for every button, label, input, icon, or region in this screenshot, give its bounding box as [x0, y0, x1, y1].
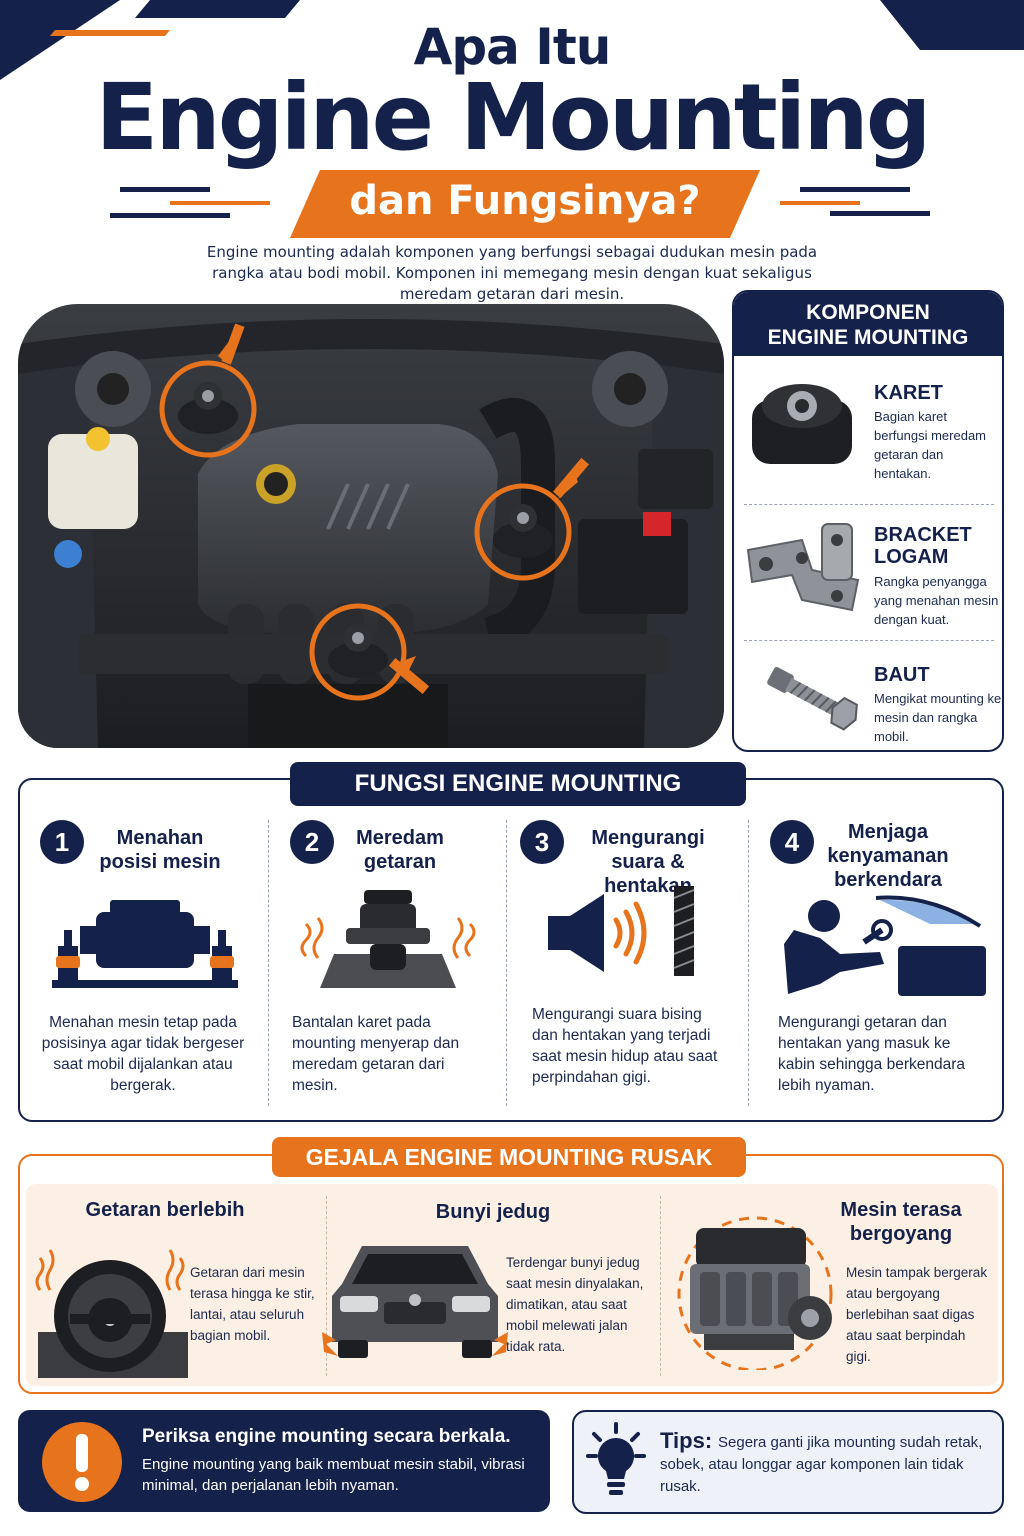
fungsi-divider: [268, 820, 269, 1106]
corner-decoration-right: [880, 0, 1024, 50]
steering-wheel-icon: [35, 1249, 188, 1378]
fungsi-divider: [506, 820, 507, 1106]
tips-text: Segera ganti jika mounting sudah retak, …: [660, 1434, 983, 1495]
gejala-divider: [660, 1196, 661, 1376]
mount-highlight-right: [474, 457, 589, 581]
bolt-icon: [767, 666, 858, 731]
gejala-desc-2: Terdengar bunyi jedug saat mesin dinyala…: [506, 1255, 644, 1354]
fungsi-title-2: Meredam getaran: [340, 826, 460, 874]
gejala-heading: GEJALA ENGINE MOUNTING RUSAK: [272, 1137, 746, 1177]
check-desc: Engine mounting yang baik membuat mesin …: [142, 1456, 525, 1494]
title-line-2: Engine Mounting: [95, 64, 931, 171]
intro-text: Engine mounting adalah komponen yang ber…: [206, 243, 818, 303]
mount-highlight-bottom: [309, 603, 430, 701]
fungsi-title-2-line2: getaran: [363, 851, 437, 873]
fungsi-title-4: Menjaga kenyamanan berkendara: [820, 820, 956, 892]
fungsi-title-1-line1: Menahan: [116, 827, 204, 849]
tips-box: [572, 1410, 1004, 1514]
fungsi-divider: [748, 820, 749, 1106]
fungsi-title-3-line2: suara & hentakan: [604, 851, 692, 897]
component-desc-karet: Bagian karet berfungsi meredam getaran d…: [874, 409, 986, 481]
component-divider: [744, 504, 994, 505]
fungsi-title-1: Menahan posisi mesin: [92, 826, 228, 874]
component-name-karet: KARET: [874, 382, 943, 404]
fungsi-desc-2: Bantalan karet pada mounting menyerap da…: [292, 1014, 460, 1094]
fungsi-title-2-line1: Meredam: [356, 827, 444, 849]
rubber-mount-icon: [752, 384, 852, 464]
fungsi-title-4-line2: kenyamanan: [827, 845, 949, 867]
fungsi-number-2: 2: [290, 820, 334, 864]
driver-icon: [784, 895, 986, 996]
engine-bay-illustration: [18, 304, 724, 748]
fungsi-title-3: Mengurangi suara & hentakan: [566, 826, 730, 898]
fungsi-number-1: 1: [40, 820, 84, 864]
speaker-icon: [548, 886, 695, 976]
car-front-icon: [322, 1246, 508, 1358]
fungsi-title-4-line1: Menjaga: [847, 821, 929, 843]
fungsi-desc-3: Mengurangi suara bising dan hentakan yan…: [532, 1006, 718, 1086]
component-name-bracket-line1: BRACKET: [874, 524, 972, 546]
gejala-divider: [326, 1196, 327, 1376]
components-panel: KOMPONEN ENGINE MOUNTING KARET Bagian ka…: [732, 290, 1004, 752]
engine-block-icon: [52, 900, 238, 988]
corner-decoration-left: [0, 0, 300, 80]
mount-highlight-left: [159, 323, 257, 458]
components-heading-line1: KOMPONEN: [806, 301, 930, 324]
component-name-baut: BAUT: [874, 664, 930, 686]
component-desc-bracket: Rangka penyangga yang menahan mesin deng…: [874, 574, 999, 627]
gejala-title-2: Bunyi jedug: [435, 1201, 551, 1223]
fungsi-title-3-line1: Mengurangi: [591, 827, 705, 849]
gejala-desc-3: Mesin tampak bergerak atau bergoyang ber…: [846, 1265, 988, 1364]
lightbulb-icon: [586, 1422, 646, 1495]
gejala-title-3: Mesin terasa bergoyang: [826, 1198, 976, 1246]
title-line-1: Apa Itu: [413, 18, 612, 76]
fungsi-desc-4: Mengurangi getaran dan hentakan yang mas…: [778, 1014, 965, 1094]
check-title: Periksa engine mounting secara berkala.: [142, 1426, 511, 1447]
fungsi-number-4: 4: [770, 820, 814, 864]
title-line-3: dan Fungsinya?: [349, 178, 701, 224]
damper-icon: [300, 890, 476, 988]
engine-shake-icon: [677, 1216, 833, 1370]
gejala-title-3-line1: Mesin terasa: [840, 1199, 962, 1221]
components-heading: KOMPONEN ENGINE MOUNTING: [734, 292, 1002, 356]
title-banner: [290, 170, 760, 238]
exclamation-icon: [42, 1422, 122, 1502]
gejala-title-1: Getaran berlebih: [85, 1199, 245, 1221]
fungsi-title-1-line2: posisi mesin: [99, 851, 221, 873]
components-heading-line2: ENGINE MOUNTING: [767, 326, 969, 349]
fungsi-desc-1: Menahan mesin tetap pada posisinya agar …: [41, 1014, 245, 1094]
title-dash-decoration: [110, 187, 930, 218]
component-divider: [744, 640, 994, 641]
component-desc-baut: Mengikat mounting ke mesin dan rangka mo…: [874, 691, 1002, 744]
metal-bracket-icon: [746, 523, 860, 612]
fungsi-number-3: 3: [520, 820, 564, 864]
fungsi-heading: FUNGSI ENGINE MOUNTING: [290, 762, 746, 806]
fungsi-title-4-line3: berkendara: [834, 869, 942, 891]
tips-label: Tips:: [660, 1428, 713, 1453]
gejala-desc-1: Getaran dari mesin terasa hingga ke stir…: [190, 1265, 315, 1343]
component-name-bracket-line2: LOGAM: [874, 546, 949, 568]
gejala-title-3-line2: bergoyang: [849, 1223, 953, 1245]
